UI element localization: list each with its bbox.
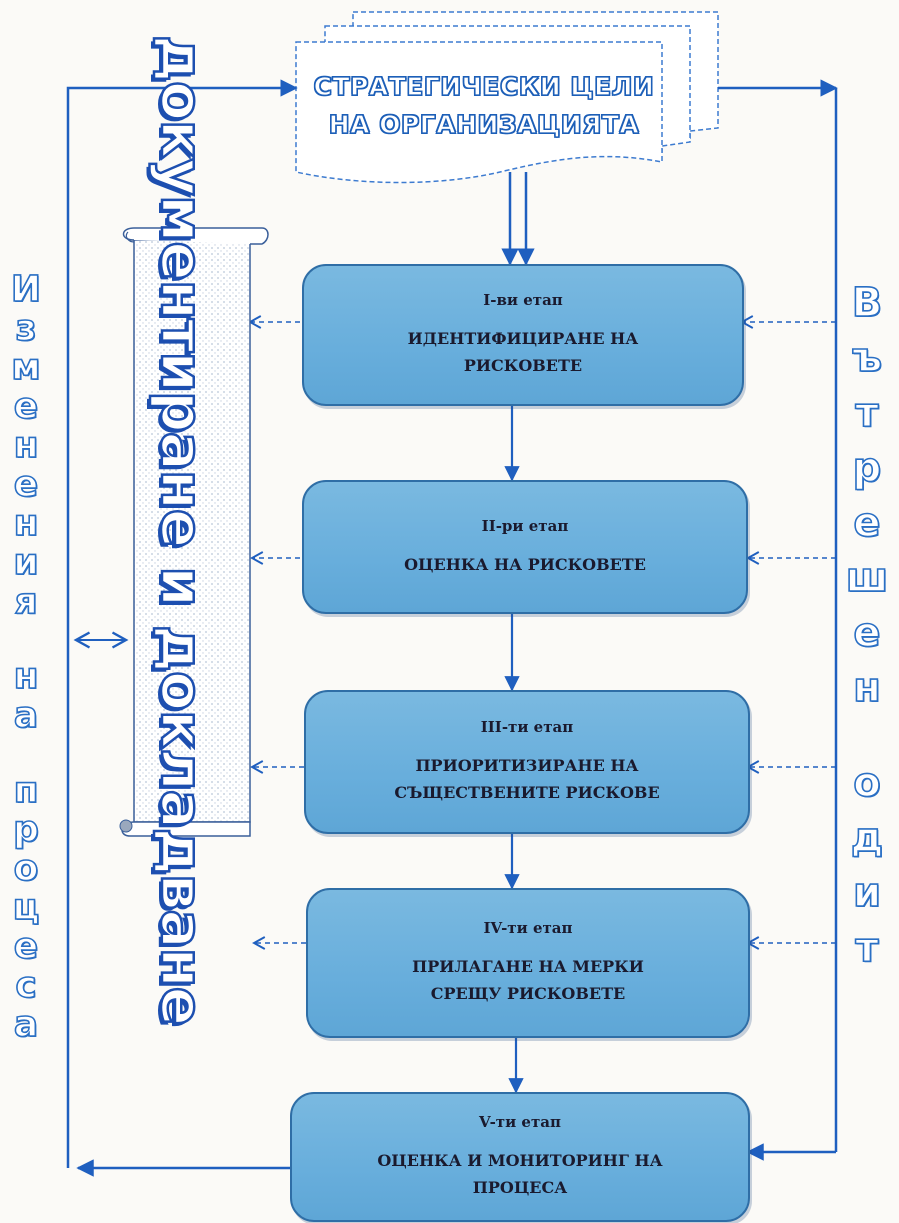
process-changes-letter: а — [13, 695, 39, 736]
process-changes-letter: е — [13, 464, 39, 505]
stage-3-text: ПРИОРИТИЗИРАНЕ НА СЪЩЕСТВЕНИТЕ РИСКОВЕ — [394, 756, 660, 802]
stage-4-box: IV-ти етап ПРИЛАГАНЕ НА МЕРКИ СРЕЩУ РИСК… — [306, 888, 750, 1038]
stage-5-text: ОЦЕНКА И МОНИТОРИНГ НА ПРОЦЕСА — [377, 1151, 663, 1197]
internal-audit-letter: ш — [845, 554, 889, 602]
process-changes-letter: И — [10, 269, 42, 310]
process-changes-letter: н — [13, 656, 39, 697]
internal-audit-letter — [860, 716, 874, 756]
process-changes-letter: м — [10, 347, 41, 388]
documentation-label: документиране и докладване — [147, 34, 218, 1026]
process-changes-letter: н — [13, 425, 39, 466]
stage-2-text: ОЦЕНКА НА РИСКОВЕТЕ — [404, 554, 646, 574]
stage-4-title: IV-ти етап — [483, 919, 573, 937]
stage-3-box: III-ти етап ПРИОРИТИЗИРАНЕ НА СЪЩЕСТВЕНИ… — [304, 690, 750, 834]
internal-audit-letter: е — [853, 609, 882, 657]
process-changes-letter: е — [13, 926, 39, 967]
document-page-front — [295, 41, 663, 184]
internal-audit-letter: н — [852, 664, 881, 712]
stage-3-title: III-ти етап — [480, 718, 574, 736]
process-changes-letter: и — [13, 542, 40, 583]
stage-5-title: V-ти етап — [479, 1113, 561, 1131]
stage-2-title: II-ри етап — [481, 516, 569, 535]
internal-audit-letter: В — [851, 279, 883, 327]
process-changes-letter: р — [12, 809, 39, 850]
process-changes-letter: я — [14, 581, 39, 622]
process-changes-letter: з — [15, 308, 38, 349]
internal-audit-letter: д — [850, 814, 884, 862]
process-changes-letter: е — [13, 386, 39, 427]
stage-1-title: I-ви етап — [483, 291, 563, 309]
stage-5-box: V-ти етап ОЦЕНКА И МОНИТОРИНГ НА ПРОЦЕСА — [290, 1092, 750, 1222]
documentation-scroll-label-container: документиране и докладване — [122, 34, 262, 1026]
internal-audit-letter: р — [852, 444, 882, 492]
process-changes-letter: н — [13, 503, 39, 544]
internal-audit-letter: ъ — [851, 334, 883, 382]
loop-top-left-arrow — [66, 79, 298, 1168]
stage-1-text: ИДЕНТИФИЦИРАНЕ НА РИСКОВЕТЕ — [407, 329, 639, 375]
stage-2-box: II-ри етап ОЦЕНКА НА РИСКОВЕТЕ — [302, 480, 748, 614]
strategic-goals-document — [295, 11, 719, 184]
process-changes-letter: а — [13, 1004, 39, 1045]
process-changes-letter: п — [13, 770, 39, 811]
header-line-2: НА ОРГАНИЗАЦИЯТА — [328, 109, 640, 139]
process-changes-letter — [20, 735, 33, 771]
internal-audit-letter: е — [853, 499, 882, 547]
process-changes-letter — [20, 621, 33, 657]
process-changes-letter: о — [13, 848, 39, 889]
documentation-scroll — [119, 227, 269, 837]
strategic-goals-header: СТРАТЕГИЧЕСКИ ЦЕЛИ НА ОРГАНИЗАЦИЯТА — [298, 34, 670, 178]
header-line-1: СТРАТЕГИЧЕСКИ ЦЕЛИ — [313, 71, 655, 101]
internal-audit-letter: о — [852, 759, 881, 807]
internal-audit-letter: т — [855, 389, 880, 437]
stage-1-box: I-ви етап ИДЕНТИФИЦИРАНЕ НА РИСКОВЕТЕ — [302, 264, 744, 406]
process-changes-letter: с — [15, 965, 38, 1006]
internal-audit-letter: т — [855, 924, 880, 972]
process-changes-letter: ц — [12, 887, 40, 928]
stage-4-text: ПРИЛАГАНЕ НА МЕРКИ СРЕЩУ РИСКОВЕТЕ — [412, 957, 644, 1003]
internal-audit-letter: и — [852, 869, 882, 917]
